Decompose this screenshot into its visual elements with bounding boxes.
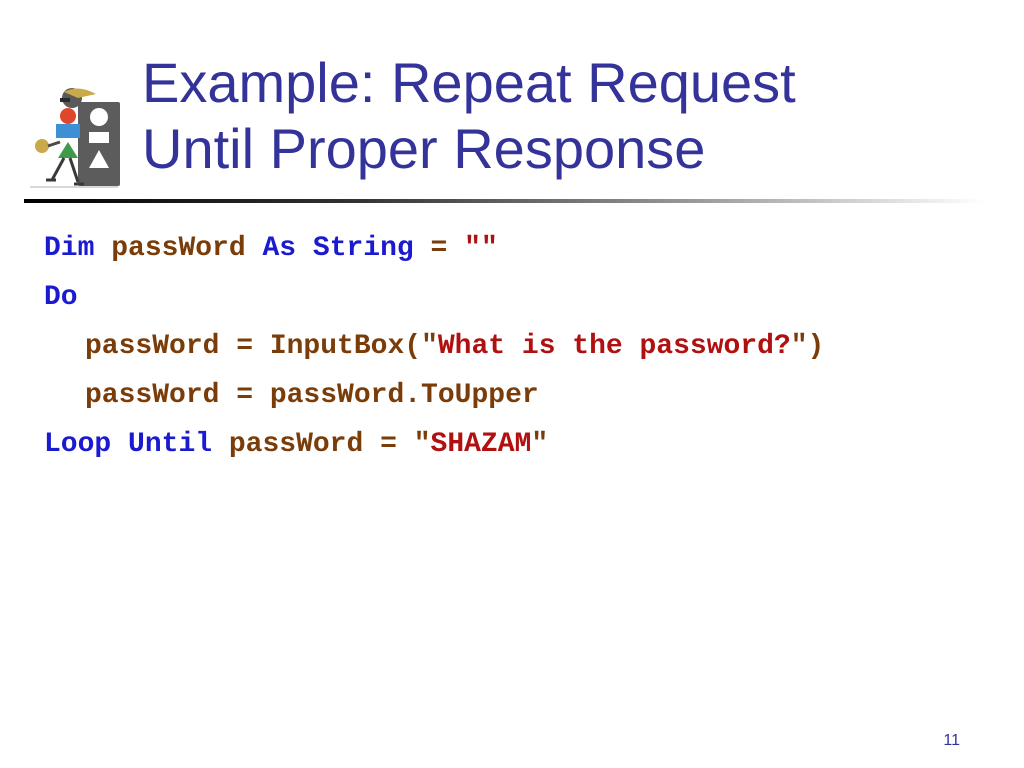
- page-number: 11: [943, 732, 960, 749]
- shapes-figure-icon: [30, 88, 120, 188]
- code-line-2: Do: [44, 273, 1004, 322]
- keyword-as: As: [262, 233, 297, 264]
- operator-equals: =: [430, 233, 448, 264]
- quote-open: ": [413, 429, 431, 460]
- inputbox-call: passWord = InputBox(: [85, 331, 422, 362]
- string-empty: "": [464, 233, 498, 264]
- title-divider: [24, 199, 984, 203]
- quote-close: ": [790, 331, 808, 362]
- string-prompt: What is the password?: [437, 331, 791, 362]
- keyword-do: Do: [44, 282, 78, 313]
- keyword-until: Until: [128, 429, 213, 460]
- condition-lhs: passWord =: [228, 429, 397, 460]
- code-line-1: Dim passWord As String = "": [44, 224, 1004, 273]
- title-line-1: Example: Repeat Request: [142, 51, 796, 114]
- code-block: Dim passWord As String = "" Do passWord …: [44, 224, 1004, 469]
- code-line-5: Loop Until passWord = "SHAZAM": [44, 420, 1004, 469]
- code-line-4: passWord = passWord.ToUpper: [44, 371, 1004, 420]
- keyword-dim: Dim: [44, 233, 95, 264]
- quote-open: ": [421, 331, 438, 362]
- keyword-string: String: [312, 233, 414, 264]
- quote-close: ": [531, 429, 549, 460]
- keyword-loop: Loop: [44, 429, 112, 460]
- paren-close: ): [807, 331, 825, 362]
- slide-title: Example: Repeat Request Until Proper Res…: [142, 50, 1002, 182]
- toupper-statement: passWord = passWord.ToUpper: [85, 380, 539, 411]
- identifier-password: passWord: [111, 233, 246, 264]
- string-shazam: SHAZAM: [430, 429, 532, 460]
- code-line-3: passWord = InputBox("What is the passwor…: [44, 322, 1004, 371]
- title-line-2: Until Proper Response: [142, 117, 706, 180]
